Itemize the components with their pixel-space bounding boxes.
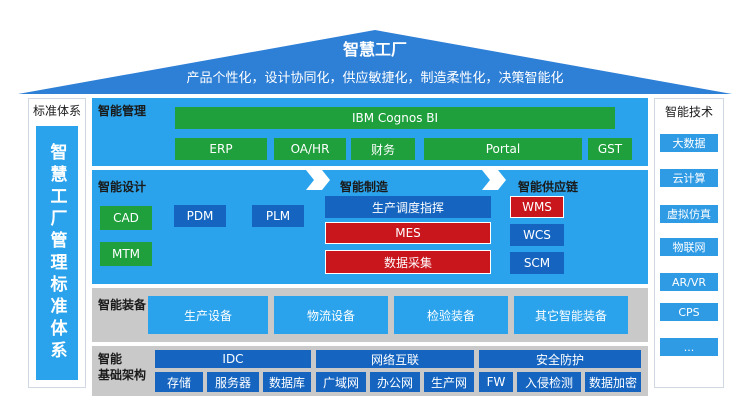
standards-vertical-text: 智慧工厂管理标准体系 — [46, 143, 67, 363]
management-label: 智能管理 — [98, 104, 147, 118]
network-office-box: 办公网 — [370, 372, 420, 392]
roof — [18, 30, 732, 94]
pdm-box: PDM — [174, 205, 226, 227]
infra-label-line2: 基础架构 — [98, 368, 147, 382]
arrow-manufacturing-to-supply — [482, 170, 506, 190]
mes-box: MES — [325, 222, 491, 244]
roof-subtitle: 产品个性化，设计协同化，供应敏捷化，制造柔性化，决策智能化 — [186, 70, 564, 86]
tech-item-arvr: AR/VR — [660, 273, 718, 291]
cad-box: CAD — [100, 206, 152, 230]
equipment-label: 智能装备 — [98, 298, 147, 312]
erp-box: ERP — [175, 138, 267, 160]
idc-title-box: IDC — [155, 350, 311, 368]
finance-box: 财务 — [351, 138, 415, 160]
network-wan-box: 广域网 — [316, 372, 366, 392]
standards-header: 标准体系 — [32, 103, 81, 118]
tech-item-simulation: 虚拟仿真 — [660, 205, 718, 223]
manufacturing-label: 智能制造 — [340, 180, 389, 194]
ibm-cognos-box: IBM Cognos BI — [175, 107, 615, 129]
network-production-box: 生产网 — [424, 372, 474, 392]
arrow-design-to-manufacturing — [306, 170, 330, 190]
idc-database-box: 数据库 — [263, 372, 311, 392]
tech-item-more: ... — [660, 338, 718, 356]
oahr-box: OA/HR — [274, 138, 346, 160]
supply-label: 智能供应链 — [518, 180, 579, 194]
roof-title: 智慧工厂 — [342, 40, 407, 59]
network-title-box: 网络互联 — [316, 350, 474, 368]
wcs-box: WCS — [510, 224, 564, 246]
tech-item-cps: CPS — [660, 303, 718, 321]
security-ids-box: 入侵检测 — [517, 372, 581, 392]
data-collection-box: 数据采集 — [325, 250, 491, 274]
security-fw-box: FW — [479, 372, 513, 392]
portal-box: Portal — [424, 138, 582, 160]
tech-item-cloud: 云计算 — [660, 169, 718, 187]
tech-item-iot: 物联网 — [660, 238, 718, 256]
security-encryption-box: 数据加密 — [585, 372, 641, 392]
production-equipment-box: 生产设备 — [148, 296, 268, 334]
idc-server-box: 服务器 — [207, 372, 259, 392]
gst-box: GST — [588, 138, 632, 160]
security-title-box: 安全防护 — [479, 350, 641, 368]
wms-box: WMS — [510, 196, 564, 218]
mtm-box: MTM — [100, 242, 152, 266]
plm-box: PLM — [252, 205, 304, 227]
standards-vertical-box: 智慧工厂管理标准体系 — [36, 126, 78, 380]
scm-box: SCM — [510, 252, 564, 274]
tech-item-big-data: 大数据 — [660, 134, 718, 152]
idc-storage-box: 存储 — [155, 372, 203, 392]
schedule-box: 生产调度指挥 — [325, 196, 491, 218]
logistics-equipment-box: 物流设备 — [274, 296, 388, 334]
design-label: 智能设计 — [98, 180, 147, 194]
inspection-equipment-box: 检验装备 — [394, 296, 508, 334]
other-equipment-box: 其它智能装备 — [514, 296, 628, 334]
tech-header: 智能技术 — [664, 104, 713, 119]
infra-label-line1: 智能 — [98, 352, 123, 366]
